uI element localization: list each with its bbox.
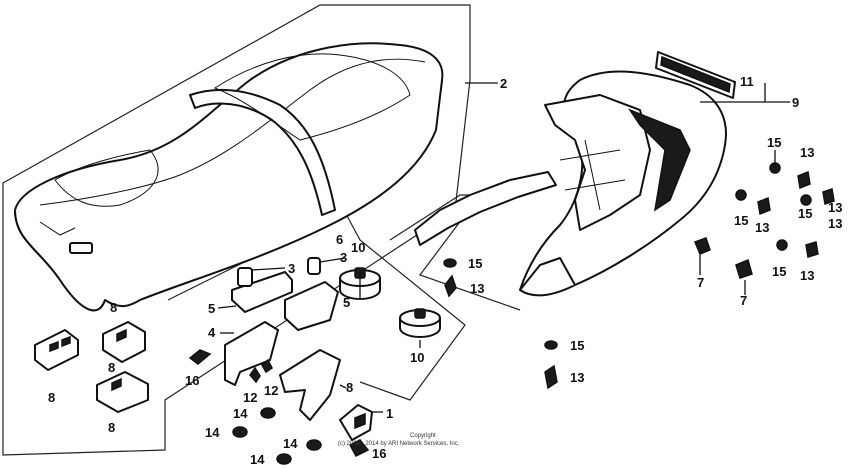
bolt-16-right <box>348 439 370 457</box>
nut-14d <box>276 453 292 465</box>
callout-10a: 10 <box>351 240 365 255</box>
callout-13g: 13 <box>828 200 842 215</box>
callout-3a: 3 <box>288 261 295 276</box>
callout-6: 6 <box>336 232 343 247</box>
callout-1: 1 <box>386 406 393 421</box>
seat-hinge <box>69 242 93 254</box>
seat-assembly <box>14 42 444 312</box>
nut-14c <box>306 439 322 451</box>
callout-15f: 15 <box>772 264 786 279</box>
callout-15b: 15 <box>570 338 584 353</box>
callout-11: 11 <box>740 74 754 89</box>
clip-7a <box>694 237 711 255</box>
bolt-16-left <box>188 349 212 365</box>
callout-13d: 13 <box>828 216 842 231</box>
callout-16a: 16 <box>185 373 199 388</box>
callout-labels: 1 2 3 3 4 5 5 6 7 7 8 8 8 8 8 9 10 10 11… <box>48 74 842 467</box>
bolt-12a <box>249 366 261 384</box>
leader-lines <box>217 81 790 413</box>
callout-2: 2 <box>500 76 507 91</box>
callout-12a: 12 <box>243 390 257 405</box>
copyright-line-1: Copyright <box>410 433 436 439</box>
callout-8c: 8 <box>108 420 115 435</box>
callout-15e: 15 <box>798 206 812 221</box>
hardware-nuts <box>232 162 812 465</box>
cushion-lower <box>399 308 441 338</box>
callout-3b: 3 <box>340 250 347 265</box>
grommet-15f <box>776 239 788 251</box>
callout-8a: 8 <box>110 300 117 315</box>
seat-bracket-4 <box>224 321 279 386</box>
grommet-15b <box>544 340 558 350</box>
seat-lock-key <box>354 412 366 430</box>
hinge-plate <box>284 281 339 331</box>
bolt-13-lower <box>544 364 558 390</box>
callout-5b: 5 <box>343 295 350 310</box>
nut-14b <box>232 426 248 438</box>
seat-pattern-rear <box>213 53 411 141</box>
callout-13b: 13 <box>570 370 584 385</box>
callout-8b: 8 <box>48 390 55 405</box>
callout-15a: 15 <box>468 256 482 271</box>
seat-bracket-top <box>231 271 293 313</box>
bolt-13-r3 <box>822 188 835 205</box>
seat-seam-line <box>39 58 426 206</box>
callout-8e: 8 <box>108 360 115 375</box>
bolt-13-r4 <box>805 241 819 258</box>
callout-13c: 13 <box>800 145 814 160</box>
bolt-13-center <box>444 274 457 298</box>
seat-strap <box>189 88 336 216</box>
tail-cowl-ribs <box>559 139 626 211</box>
callout-5a: 5 <box>208 301 215 316</box>
callout-7b: 7 <box>740 293 747 308</box>
callout-13f: 13 <box>800 268 814 283</box>
tail-cowl-decal <box>655 51 736 99</box>
seat-lock-bracket <box>279 349 341 421</box>
nut-14a <box>260 407 276 419</box>
hardware-bolts <box>188 170 835 457</box>
spacer-3b <box>307 257 321 275</box>
pad-middle <box>102 321 146 363</box>
bracket-assembly <box>224 257 373 441</box>
seat-pattern-front <box>54 149 159 207</box>
tail-cowl-stripe <box>628 108 691 212</box>
callout-4: 4 <box>208 325 216 340</box>
grommet-15d <box>735 189 747 201</box>
grommet-15a <box>443 258 457 268</box>
tail-cowl-lower-lip <box>519 257 576 291</box>
tail-cowl-assembly <box>414 70 727 297</box>
seat-base <box>14 79 443 312</box>
callout-15d: 15 <box>734 213 748 228</box>
tail-cowl-inner-panel <box>544 94 651 231</box>
callout-14b: 14 <box>205 425 220 440</box>
callout-14d: 14 <box>250 452 265 467</box>
callout-7a: 7 <box>697 275 704 290</box>
callout-14a: 14 <box>233 406 248 421</box>
bolt-13-r1 <box>797 170 811 190</box>
callout-15c: 15 <box>767 135 781 150</box>
seat-hook <box>39 221 76 236</box>
callout-13e: 13 <box>755 220 769 235</box>
callout-12b: 12 <box>264 383 278 398</box>
clip-7b <box>735 258 753 279</box>
callout-8d: 8 <box>346 380 353 395</box>
callout-13a: 13 <box>470 281 484 296</box>
spacer-3a <box>237 267 253 287</box>
bolt-12b <box>261 358 273 374</box>
decal-lettering <box>660 55 731 94</box>
callout-14c: 14 <box>283 436 298 451</box>
tail-cowl-side-rail <box>414 171 557 246</box>
callout-16b: 16 <box>372 446 386 461</box>
callout-9: 9 <box>792 95 799 110</box>
bolt-13-r2 <box>757 196 771 216</box>
grommet-15e <box>800 194 812 206</box>
callout-10b: 10 <box>410 350 424 365</box>
pad-left-top <box>34 329 79 371</box>
copyright-line-2: (c) 2004 - 2014 by ARI Network Services,… <box>338 441 460 447</box>
pad-lower <box>96 371 149 413</box>
